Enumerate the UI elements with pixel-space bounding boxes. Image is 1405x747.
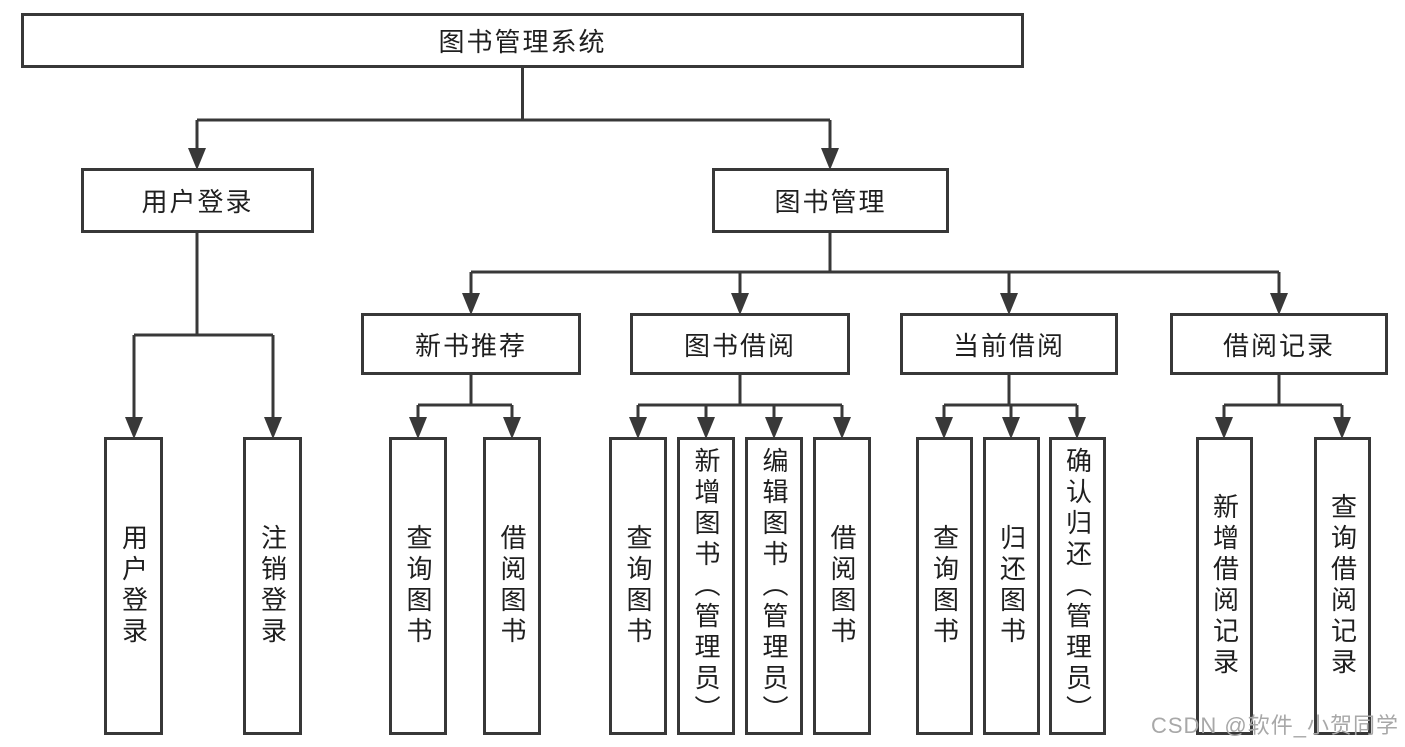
connector-book-management-to-level3 xyxy=(462,233,1288,315)
node-label: 图书借阅 xyxy=(683,330,796,361)
connector-user-login-to-leaves xyxy=(125,233,282,439)
node-book-management: 图书管理 xyxy=(712,168,949,233)
leaf-query-books-borrow: 查询图书 xyxy=(609,437,667,735)
leaf-borrow-books: 借阅图书 xyxy=(813,437,871,735)
node-label: 查询图书 xyxy=(403,524,433,648)
leaf-return-books: 归还图书 xyxy=(983,437,1040,735)
leaf-query-books-recommend: 查询图书 xyxy=(389,437,447,735)
node-label: 借阅图书 xyxy=(497,524,527,648)
connector-borrow-records-to-leaves xyxy=(1215,375,1351,439)
node-user-login: 用户登录 xyxy=(81,168,314,233)
node-label: 查询图书 xyxy=(929,524,960,648)
connector-root-to-level2 xyxy=(188,68,839,170)
node-label: 图书管理系统 xyxy=(438,27,607,57)
leaf-user-login: 用户登录 xyxy=(104,437,163,735)
connector-new-book-recommend-to-leaves xyxy=(409,375,521,439)
leaf-add-borrow-record: 新增借阅记录 xyxy=(1196,437,1253,735)
leaf-query-borrow-record: 查询借阅记录 xyxy=(1314,437,1371,735)
node-label: 借阅图书 xyxy=(827,524,857,648)
node-new-book-recommend: 新书推荐 xyxy=(361,313,581,375)
leaf-borrow-books-recommend: 借阅图书 xyxy=(483,437,541,735)
node-label: 查询图书 xyxy=(623,524,653,648)
node-label: 确认归还（管理员） xyxy=(1062,446,1093,726)
node-label: 新增图书（管理员） xyxy=(691,446,721,726)
node-borrow-records: 借阅记录 xyxy=(1170,313,1388,375)
node-label: 新增借阅记录 xyxy=(1209,493,1240,679)
node-label: 借阅记录 xyxy=(1222,330,1335,361)
node-current-borrow: 当前借阅 xyxy=(900,313,1118,375)
leaf-confirm-return-admin: 确认归还（管理员） xyxy=(1049,437,1106,735)
watermark: CSDN @软件_小贺同学 xyxy=(1150,713,1399,738)
connector-book-borrow-to-leaves xyxy=(629,375,851,439)
node-root-library-management-system: 图书管理系统 xyxy=(21,13,1024,68)
leaf-query-books-current: 查询图书 xyxy=(916,437,973,735)
connector-current-borrow-to-leaves xyxy=(935,375,1086,439)
node-book-borrow: 图书借阅 xyxy=(630,313,850,375)
node-label: 查询借阅记录 xyxy=(1327,493,1358,679)
leaf-add-books-admin: 新增图书（管理员） xyxy=(677,437,735,735)
node-label: 归还图书 xyxy=(996,524,1027,648)
node-label: 新书推荐 xyxy=(414,330,527,361)
leaf-logout: 注销登录 xyxy=(243,437,302,735)
node-label: 编辑图书（管理员） xyxy=(759,446,789,726)
node-label: 注销登录 xyxy=(257,524,288,648)
node-label: 用户登录 xyxy=(118,524,149,648)
node-label: 用户登录 xyxy=(141,187,254,217)
node-label: 图书管理 xyxy=(774,187,887,217)
leaf-edit-books-admin: 编辑图书（管理员） xyxy=(745,437,803,735)
node-label: 当前借阅 xyxy=(952,330,1065,361)
